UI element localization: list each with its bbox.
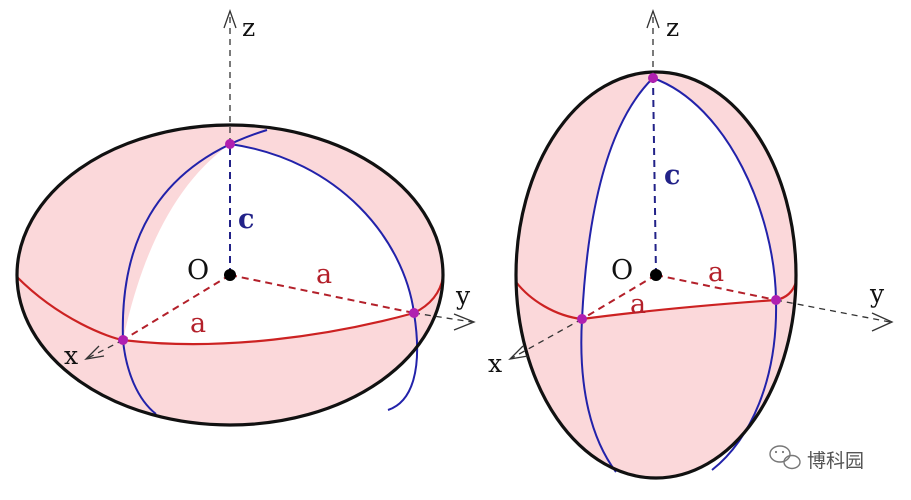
right-cutaway — [582, 78, 776, 319]
left-point-top — [225, 139, 235, 149]
left-point-y — [409, 308, 419, 318]
right-equator — [515, 281, 798, 321]
left-semi-axis-a-x — [122, 274, 231, 341]
left-origin-label: O — [187, 255, 209, 286]
right-x-label: x — [488, 349, 502, 378]
left-z-axis — [223, 9, 237, 144]
right-c-label: c — [664, 160, 680, 191]
right-point-y — [771, 295, 781, 305]
right-meridian-xz — [580, 77, 654, 473]
right-z-axis — [646, 9, 660, 78]
prolate-ellipsoid: z y x O c a a — [488, 9, 894, 480]
left-meridian-yz — [229, 143, 419, 411]
right-origin-dot — [650, 269, 662, 281]
left-x-axis — [84, 339, 124, 360]
right-outline — [514, 70, 798, 480]
right-z-label: z — [666, 13, 679, 42]
left-z-label: z — [242, 13, 255, 42]
left-a-front-label: a — [190, 308, 206, 339]
left-origin-dot — [224, 269, 236, 281]
right-semi-axis-a-x — [581, 274, 657, 320]
left-cutaway — [123, 144, 414, 345]
left-meridian-xz — [121, 129, 268, 415]
right-y-label: y — [869, 279, 885, 308]
right-a-front-label: a — [630, 289, 646, 320]
right-a-right-label: a — [708, 257, 724, 288]
right-origin-label: O — [611, 255, 633, 286]
left-c-label: c — [238, 204, 254, 235]
wechat-icon — [769, 445, 801, 470]
right-semi-axis-a-y — [655, 274, 777, 301]
left-semi-axis-a-y — [229, 274, 415, 314]
left-outline — [15, 123, 445, 427]
watermark: 博科园 — [769, 445, 864, 472]
right-point-x — [577, 314, 587, 324]
right-x-axis — [508, 318, 583, 360]
left-y-axis — [413, 312, 476, 331]
left-a-right-label: a — [316, 259, 332, 290]
oblate-ellipsoid: z y x O c a a — [15, 9, 476, 427]
right-y-axis — [775, 299, 894, 332]
right-point-top — [648, 73, 658, 83]
left-equator — [16, 276, 445, 346]
left-y-label: y — [455, 281, 471, 310]
watermark-text: 博科园 — [807, 450, 864, 472]
left-x-label: x — [64, 341, 78, 370]
left-point-x — [118, 335, 128, 345]
right-semi-axis-c — [652, 77, 657, 276]
